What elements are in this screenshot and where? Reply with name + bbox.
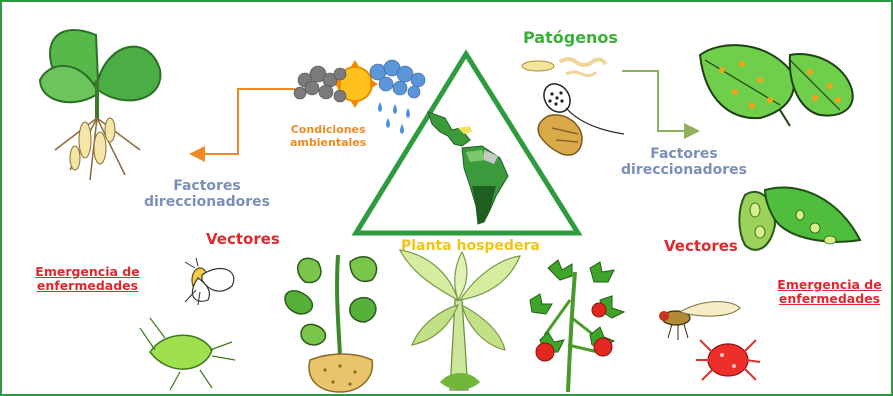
infected-leaves-icon [698,44,854,127]
fruit-fly-icon [659,301,741,340]
pathogen-icon [521,57,625,156]
label-factores-right: Factores direccionadores [618,146,750,178]
tomato-plant-icon [529,259,626,393]
label-emergencia-right-line1: Emergencia de [777,277,882,292]
label-emergencia-right-line2: enfermedades [778,291,881,307]
label-factores-left: Factores direccionadores [137,178,277,210]
label-factores-right-line1: Factores [650,146,718,162]
plant-root-icon [38,29,162,181]
whitefly-icon [184,257,235,306]
label-emergencia-left-line1: Emergencia de [35,264,140,279]
red-mite-icon [696,339,761,381]
label-condiciones-line2: ambientales [290,135,367,149]
label-factores-right-line2: direccionadores [620,162,748,179]
label-factores-left-line1: Factores [173,178,241,194]
label-patogenos: Patógenos [523,28,618,47]
label-vectores-right: Vectores [664,237,738,255]
diseased-leaves-icon [738,186,862,251]
arrow-left [189,88,295,162]
disease-triangle [351,49,583,236]
bean-plant-icon [284,254,378,393]
arrow-right [622,70,700,139]
aphid-icon [139,317,236,391]
banana-plant-icon [398,249,521,391]
americas-map-icon [427,111,509,225]
storm-cloud-sun-icon [293,59,426,134]
label-vectores-left: Vectores [206,230,280,248]
label-condiciones-line1: Condiciones [290,123,366,136]
label-planta-hospedera: Planta hospedera [401,238,540,254]
label-emergencia-left-line2: enfermedades [36,278,139,294]
label-factores-left-line2: direccionadores [143,194,271,211]
label-condiciones-ambientales: Condiciones ambientales [290,123,367,149]
label-emergencia-right: Emergencia de enfermedades [772,277,887,307]
label-emergencia-left: Emergencia de enfermedades [30,264,145,294]
